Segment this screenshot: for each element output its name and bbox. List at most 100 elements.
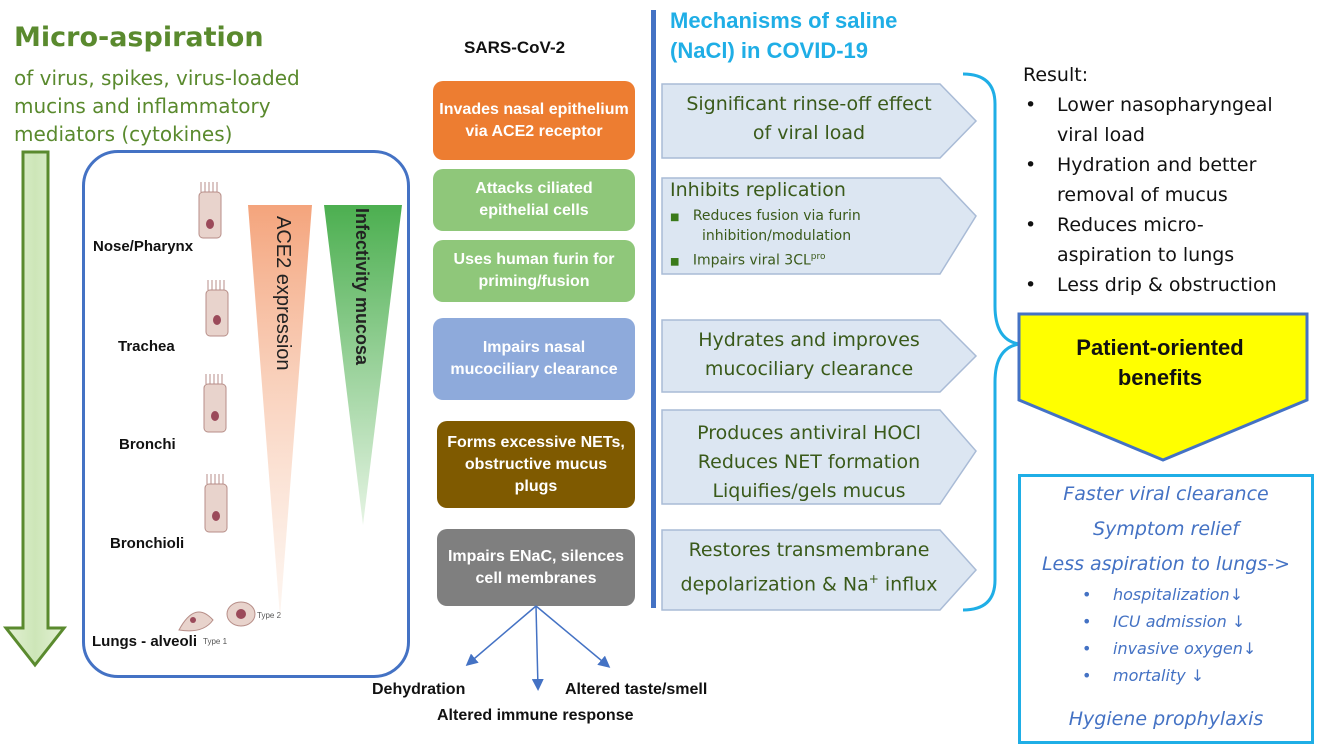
micro-aspiration-title: Micro-aspiration: [14, 22, 264, 53]
effect-dehydration: Dehydration: [372, 681, 466, 698]
result-title: Result:: [1023, 64, 1089, 86]
result-block: Result: Lower nasopharyngeal viral load H…: [1023, 60, 1318, 300]
trachea-cell-icon: [205, 280, 229, 337]
result-line: viral load: [1057, 124, 1145, 146]
micro-desc-line: of virus, spikes, virus-loaded: [14, 66, 300, 90]
chevron-subitem-text: Reduces fusion via furin: [692, 208, 861, 224]
micro-desc-line: mucins and inflammatory: [14, 94, 271, 118]
outcome-subitem: •: [1082, 612, 1092, 631]
tissue-label: Lungs - alveoli: [92, 633, 198, 650]
outcome-subitem-text: invasive oxygen↓: [1113, 639, 1257, 658]
chevron-text: influx: [878, 573, 938, 596]
chevron-subitem-text: inhibition/modulation: [702, 228, 852, 244]
outcome-subitem: •: [1082, 639, 1092, 658]
result-line: Hydration and better: [1057, 154, 1257, 176]
result-line: removal of mucus: [1057, 184, 1228, 206]
saline-mechanisms-title: Mechanisms of saline (NaCl) in COVID-19: [670, 6, 897, 66]
bronchioli-cell-icon: [204, 474, 228, 533]
micro-aspiration-description: of virus, spikes, virus-loaded mucins an…: [14, 64, 344, 148]
type2-label: Type 2: [257, 611, 282, 620]
chevron-shape: [661, 177, 977, 275]
ace2-triangle: [248, 205, 312, 617]
outcome-subitem: •: [1082, 585, 1092, 604]
result-line: Lower nasopharyngeal: [1057, 94, 1273, 116]
outcome-subitem-text: mortality ↓: [1113, 666, 1205, 685]
type1-label: Type 1: [203, 637, 228, 646]
mechanism-box: Impairs ENaC, silences cell membranes: [437, 529, 635, 606]
chevron-line: Inhibits replication: [670, 179, 846, 201]
chevron-depolarization: Restores transmembrane depolarization & …: [664, 536, 954, 599]
nose-cell-icon: [198, 182, 222, 239]
chevron-line: Liquifies/gels mucus: [712, 480, 906, 502]
outcome-faster-clearance: Faster viral clearance: [1063, 483, 1269, 505]
outcome-hygiene-prophylaxis: Hygiene prophylaxis: [1068, 708, 1264, 730]
result-line: aspiration to lungs: [1057, 244, 1235, 266]
tissue-label: Nose/Pharynx: [93, 238, 194, 255]
chevron-sup: +: [868, 572, 879, 586]
airway-panel: [82, 150, 410, 678]
infectivity-triangle: [324, 205, 402, 525]
tissue-label: Bronchi: [119, 436, 176, 453]
chevron-line: Significant rinse-off effect: [686, 93, 932, 115]
micro-desc-line: mediators (cytokines): [14, 122, 233, 146]
outcome-subitem-text: hospitalization↓: [1113, 585, 1244, 604]
chevron-shape: [661, 83, 978, 159]
saline-title-line: Mechanisms of saline: [670, 8, 898, 33]
bronchi-cell-icon: [203, 374, 227, 433]
effect-immune-response: Altered immune response: [437, 707, 634, 724]
tissue-label: Trachea: [118, 338, 175, 355]
chevron-line: Produces antiviral HOCl: [697, 422, 921, 444]
chevron-hydrates: Hydrates and improves mucociliary cleara…: [664, 326, 954, 384]
chevron-subitem: ■ Impairs viral 3CLpro: [670, 252, 826, 269]
mechanism-box: Uses human furin for priming/fusion: [433, 240, 635, 302]
result-list: Lower nasopharyngeal viral load Hydration…: [1023, 90, 1318, 300]
result-line: Less drip & obstruction: [1057, 274, 1277, 296]
result-line: Reduces micro-: [1057, 214, 1204, 236]
ace2-expression-label: ACE2 expression: [272, 216, 294, 371]
outcome-symptom-relief: Symptom relief: [1093, 518, 1239, 540]
green-down-arrow: [2, 150, 68, 668]
patient-oriented-benefits-title: Patient-oriented benefits: [1040, 333, 1280, 393]
chevron-subitem-text: Impairs viral 3CL: [692, 252, 811, 269]
chevron-rinse-off: Significant rinse-off effect of viral lo…: [664, 90, 954, 148]
chevron-text: depolarization & Na: [680, 573, 869, 596]
mechanism-box: Forms excessive NETs, obstructive mucus …: [437, 421, 635, 508]
mechanism-box: Invades nasal epithelium via ACE2 recept…: [433, 81, 635, 160]
section-divider: [651, 10, 656, 608]
chevron-line: Reduces NET formation: [697, 451, 921, 473]
effect-arrows: [465, 605, 611, 691]
mechanism-box: Attacks ciliated epithelial cells: [433, 169, 635, 231]
mechanism-box: Impairs nasal mucociliary clearance: [433, 318, 635, 400]
benefits-arrow: [1017, 312, 1309, 462]
result-item: Hydration and better removal of mucus: [1023, 150, 1318, 210]
gradient-triangles: [248, 205, 402, 617]
chevron-line: depolarization & Na+ influx: [664, 565, 954, 599]
alveoli-cells-icon: [178, 601, 256, 632]
chevron-line: Hydrates and improves: [698, 329, 920, 351]
chevron-subitem: ■ Reduces fusion via furin inhibition/mo…: [670, 208, 861, 244]
chevron-hocl: Produces antiviral HOCl Reduces NET form…: [664, 419, 954, 506]
chevron-line: Restores transmembrane: [688, 539, 930, 561]
chevron-shape: [661, 529, 978, 611]
outcome-subitem: •: [1082, 666, 1092, 685]
infectivity-mucosa-label: Infectivity mucosa: [352, 208, 372, 366]
result-item: Less drip & obstruction: [1023, 270, 1318, 300]
benefits-line: benefits: [1117, 365, 1203, 390]
outcome-subitem-text: ICU admission ↓: [1113, 612, 1246, 631]
chevron-inhibits-replication: Inhibits replication ■ Reduces fusion vi…: [670, 176, 955, 272]
saline-title-line: (NaCl) in COVID-19: [670, 38, 869, 63]
chevron-line: mucociliary clearance: [704, 358, 914, 380]
chevron-shape: [661, 319, 978, 393]
chevron-shape: [661, 409, 977, 505]
benefits-line: Patient-oriented: [1076, 335, 1244, 360]
sars-cov-2-title: SARS-CoV-2: [464, 38, 566, 57]
tissue-label: Bronchioli: [110, 535, 185, 552]
outcome-less-aspiration: Less aspiration to lungs->: [1041, 553, 1291, 575]
chevron-sup: pro: [810, 252, 826, 262]
outcomes-box: [1018, 474, 1314, 744]
saline-chevrons: [661, 83, 978, 611]
result-item: Reduces micro-aspiration to lungs: [1023, 210, 1318, 270]
result-item: Lower nasopharyngeal viral load: [1023, 90, 1318, 150]
chevron-line: of viral load: [752, 122, 866, 144]
effect-taste-smell: Altered taste/smell: [565, 681, 708, 698]
